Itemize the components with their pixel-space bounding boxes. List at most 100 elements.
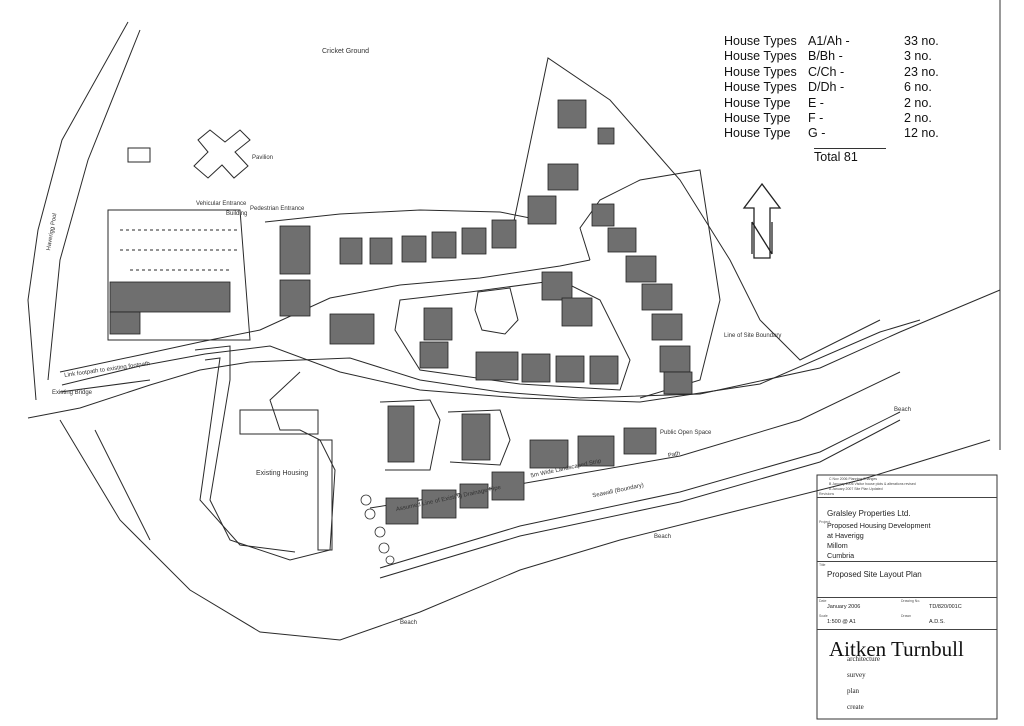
drawing-date: January 2006 (827, 604, 861, 610)
house-plot (561, 297, 593, 327)
north-east-boundary (509, 57, 881, 361)
divider (817, 629, 997, 630)
house-plot (547, 163, 579, 191)
revision-row: C Nov 2006 Planning Changes (829, 477, 878, 481)
main-road-lower (61, 319, 921, 403)
house-plot (589, 355, 619, 385)
label-line-of-site-boundary: Line of Site Boundary (724, 333, 782, 339)
label-pavilion: Pavilion (252, 155, 274, 161)
house-plot (625, 255, 657, 283)
house-plot (591, 203, 615, 227)
schedule-type: House Types (724, 64, 797, 79)
schedule-row: House Types B/Bh - 3 no. (724, 49, 939, 64)
label-pedestrian-entrance: Pedestrian Entrance (250, 206, 305, 212)
house-plots (109, 99, 693, 525)
service-item: create (847, 703, 864, 711)
house-plot (641, 283, 673, 311)
date-label: Date (819, 599, 827, 603)
project-label: Project (819, 520, 830, 524)
label-public-open-space: Public Open Space (660, 430, 712, 436)
project-line: Cumbria (827, 551, 855, 560)
title-block: C Nov 2006 Planning Changes B January 20… (817, 475, 997, 719)
schedule-count: 6 no. (904, 80, 932, 95)
house-plot (555, 355, 585, 383)
loop-road-outer (579, 169, 721, 399)
schedule-total: Total 81 (814, 147, 886, 165)
revision-row: B January 2006 Visitor house plots & alt… (829, 482, 916, 486)
schedule-count: 12 no. (904, 126, 939, 141)
existing-housing-inner (199, 357, 296, 553)
car-park-bays (120, 229, 240, 271)
drawing-scale: 1:500 @ A1 (827, 619, 856, 625)
project-line: at Haverigg (827, 531, 864, 540)
label-vehicular-entrance: Vehicular Entrance (196, 201, 247, 207)
label-building: Building (226, 211, 248, 217)
revision-row: A January 2007 Site Plan Updated (829, 487, 883, 491)
schedule-type: House Type (724, 111, 791, 126)
house-plot (491, 219, 517, 249)
project-line: Millom (827, 541, 848, 550)
service-item: plan (847, 687, 860, 695)
practice-logo: Aitken Turnbull (829, 637, 964, 661)
house-plot (459, 483, 489, 509)
coast-line (27, 289, 1001, 419)
site-outer-boundary (27, 21, 129, 401)
small-building (127, 147, 151, 163)
drawn-label: Drawn (901, 614, 912, 618)
schedule-type: House Types (724, 34, 797, 48)
existing-road (317, 439, 333, 551)
house-plot (659, 345, 691, 373)
loop-road-inner (394, 279, 631, 391)
label-cricket-ground: Cricket Ground (322, 48, 370, 55)
pavilion-outline (193, 129, 251, 179)
schedule-code: B/Bh - (808, 49, 843, 64)
house-plot (385, 497, 419, 525)
house-plot (369, 237, 393, 265)
seawall (379, 411, 901, 569)
house-plot (577, 435, 615, 467)
drawn-by: A.D.S. (929, 619, 945, 625)
project-line: Proposed Housing Development (827, 521, 931, 530)
house-plot (109, 281, 231, 313)
house-plot (279, 279, 311, 317)
drawing-no-label: Drawing No. (901, 599, 921, 603)
label-existing-housing: Existing Housing (256, 470, 309, 477)
schedule-count: 3 no. (904, 49, 932, 64)
link-footpath (59, 379, 151, 393)
existing-housing-block (194, 345, 336, 561)
label-beach-1: Beach (894, 407, 912, 413)
trees (360, 494, 395, 565)
house-plot (401, 235, 427, 263)
open-space-green (474, 287, 519, 335)
house-plot (109, 311, 141, 335)
schedule-code: E - (808, 95, 824, 110)
house-plot (419, 341, 449, 369)
label-beach-3: Beach (400, 620, 418, 626)
house-plot (423, 307, 453, 341)
schedule-type: House Type (724, 95, 791, 110)
service-item: architecture (847, 655, 881, 663)
existing-garage-row (239, 409, 319, 435)
car-park (107, 209, 251, 341)
beach-edge (59, 419, 991, 641)
divider (817, 561, 997, 562)
house-plot (521, 353, 551, 383)
haverigg-pool-bank (47, 29, 141, 381)
schedule-code: D/Dh - (808, 80, 845, 95)
seawall-inner (379, 419, 901, 579)
schedule-type: House Types (724, 49, 797, 64)
schedule-code: C/Ch - (808, 64, 845, 79)
cul-de-sac-mid (447, 409, 511, 466)
house-plot (607, 227, 637, 253)
title-label: Title (819, 563, 826, 567)
schedule-code: F - (808, 111, 824, 126)
house-plot (663, 371, 693, 395)
house-plot (491, 471, 525, 501)
client-name: Gralsley Properties Ltd. (827, 509, 911, 518)
divider (817, 497, 997, 498)
